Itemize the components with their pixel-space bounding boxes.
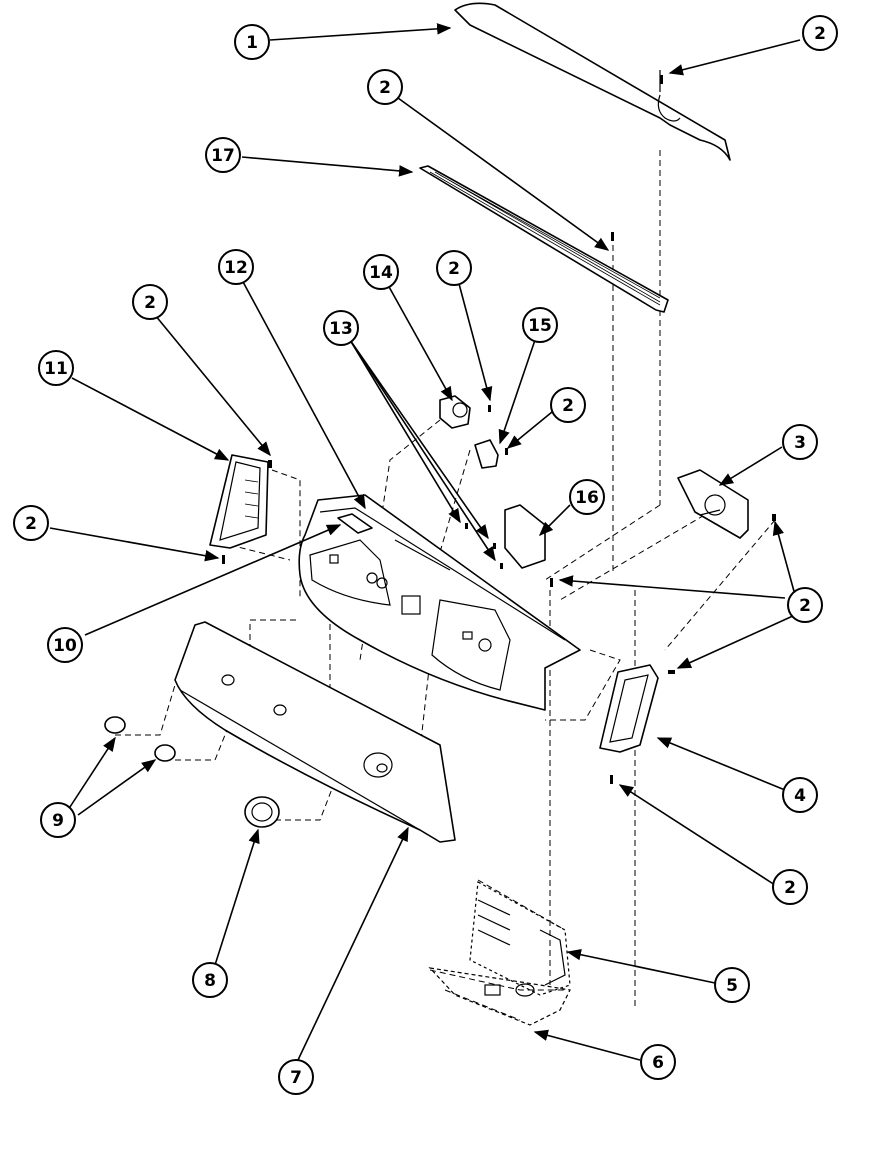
callout-2: 2: [132, 284, 168, 320]
callout-12: 12: [218, 249, 254, 285]
callout-14: 14: [363, 254, 399, 290]
control-module-part-3: [677, 469, 749, 539]
callout-5: 5: [714, 967, 750, 1003]
callout-2: 2: [787, 587, 823, 623]
callout-11: 11: [38, 350, 74, 386]
svg-text:2: 2: [784, 878, 796, 898]
component-part-14: [439, 395, 471, 429]
svg-text:16: 16: [575, 488, 599, 508]
callouts: 1 2 2 17 12 14 2 13 15 2 2 11 3 16 2 2 1…: [13, 15, 838, 1095]
callout-7: 7: [278, 1059, 314, 1095]
svg-text:7: 7: [290, 1068, 302, 1088]
svg-text:12: 12: [224, 258, 248, 278]
svg-text:2: 2: [814, 24, 826, 44]
svg-text:2: 2: [448, 259, 460, 279]
callout-1: 1: [234, 24, 270, 60]
main-knob-part-8: [244, 796, 280, 828]
callout-6: 6: [640, 1044, 676, 1080]
component-part-15: [474, 439, 499, 469]
knobs-part-9: [104, 716, 176, 762]
base-bracket-part-6: [428, 967, 571, 1026]
callout-9: 9: [40, 802, 76, 838]
callout-8: 8: [192, 962, 228, 998]
callout-10: 10: [47, 627, 83, 663]
callout-2: 2: [436, 250, 472, 286]
svg-text:13: 13: [329, 319, 353, 339]
svg-text:3: 3: [794, 433, 806, 453]
svg-text:2: 2: [799, 596, 811, 616]
bracket-part-16: [504, 504, 546, 569]
svg-text:2: 2: [25, 514, 37, 534]
left-end-cap-part-11: [209, 454, 269, 549]
svg-text:10: 10: [53, 636, 77, 656]
svg-text:4: 4: [794, 786, 806, 806]
callout-3: 3: [782, 424, 818, 460]
top-cover-part-1: [454, 2, 731, 161]
leader-arrows: [49, 23, 801, 1061]
right-end-cap-part-4: [599, 664, 659, 753]
svg-text:15: 15: [528, 316, 552, 336]
bracket-part-10: [337, 513, 373, 534]
callout-2: 2: [13, 505, 49, 541]
callout-17: 17: [205, 137, 241, 173]
svg-text:11: 11: [44, 359, 68, 379]
svg-text:2: 2: [562, 396, 574, 416]
svg-text:9: 9: [52, 811, 64, 831]
svg-text:6: 6: [652, 1053, 664, 1073]
svg-text:5: 5: [726, 976, 738, 996]
strip-part-17: [419, 165, 669, 313]
console-part-12: [298, 494, 581, 711]
harness-part-5: [469, 881, 571, 996]
callout-15: 15: [522, 307, 558, 343]
callout-16: 16: [569, 479, 605, 515]
svg-text:8: 8: [204, 971, 216, 991]
callout-2: 2: [802, 15, 838, 51]
callout-2: 2: [367, 69, 403, 105]
svg-text:1: 1: [246, 33, 258, 53]
front-panel-part-7: [174, 621, 456, 843]
callout-4: 4: [782, 777, 818, 813]
callout-2: 2: [550, 387, 586, 423]
screws-part-2: [222, 75, 776, 784]
callout-13: 13: [323, 310, 359, 346]
svg-text:2: 2: [144, 293, 156, 313]
svg-text:17: 17: [211, 146, 235, 166]
svg-text:2: 2: [379, 78, 391, 98]
callout-2: 2: [772, 869, 808, 905]
svg-text:14: 14: [369, 263, 393, 283]
